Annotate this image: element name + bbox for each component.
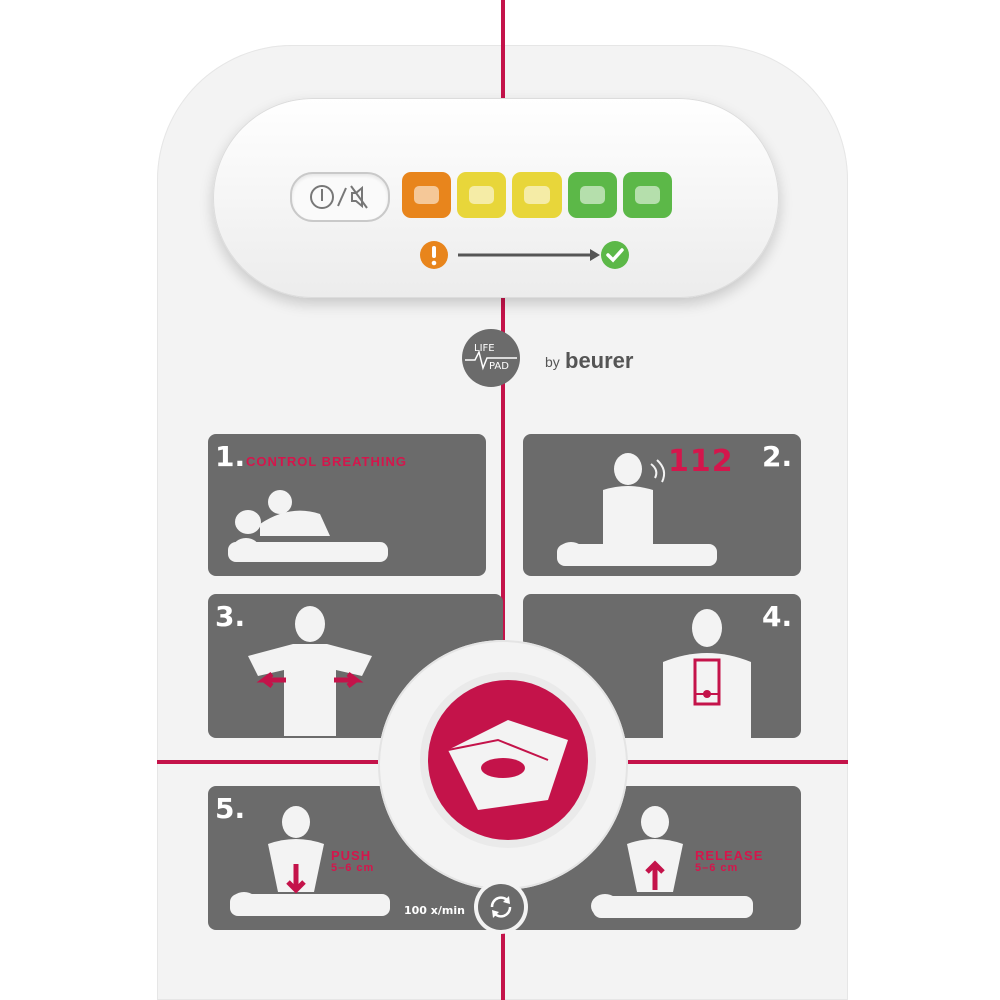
logo-brand-text: beurer — [565, 348, 634, 373]
step-2-number: 2. — [762, 440, 793, 473]
led-5 — [622, 172, 673, 218]
logo-by-text: by — [545, 354, 560, 370]
feedback-scale — [420, 241, 629, 269]
led-2 — [457, 172, 507, 218]
led-1 — [402, 172, 452, 218]
step-1-panel — [208, 434, 486, 576]
step-4-number: 4. — [762, 600, 793, 633]
push-depth: 5–6 cm — [331, 862, 375, 874]
step-1-label: CONTROL BREATHING — [246, 454, 407, 469]
release-label: RELEASE — [695, 848, 764, 863]
step-2-phone-number: 112 — [668, 444, 734, 479]
feedback-leds — [402, 172, 673, 218]
rate-label: 100 x/min — [404, 904, 465, 917]
exclamation-circle-icon — [420, 241, 448, 269]
repeat-icon — [478, 884, 524, 930]
power-mute-icon — [310, 185, 368, 209]
release-depth: 5–6 cm — [695, 862, 739, 874]
hands-icon — [447, 720, 568, 810]
step-1-number: 1. — [215, 440, 246, 473]
step-3-number: 3. — [215, 600, 246, 633]
brand-logo: LIFE PAD by beurer — [461, 328, 641, 393]
release-compression-illustration — [591, 806, 753, 918]
recovery-position-illustration — [228, 490, 388, 562]
push-compression-illustration — [230, 806, 390, 916]
logo-life-text: LIFE — [474, 343, 495, 354]
center-line-vertical — [501, 45, 505, 1000]
hand-position-illustration — [663, 609, 751, 738]
open-clothes-illustration — [248, 606, 372, 736]
check-circle-icon — [601, 241, 629, 269]
led-4 — [567, 172, 617, 218]
push-label: PUSH — [331, 848, 372, 863]
center-line-top — [501, 0, 505, 45]
emergency-call-illustration — [557, 453, 717, 566]
led-3 — [512, 172, 562, 218]
logo-pad-text: PAD — [489, 361, 509, 372]
compression-target[interactable] — [428, 680, 588, 840]
step-5-number: 5. — [215, 792, 246, 825]
power-button[interactable] — [290, 172, 390, 222]
step-2-panel — [523, 434, 801, 576]
